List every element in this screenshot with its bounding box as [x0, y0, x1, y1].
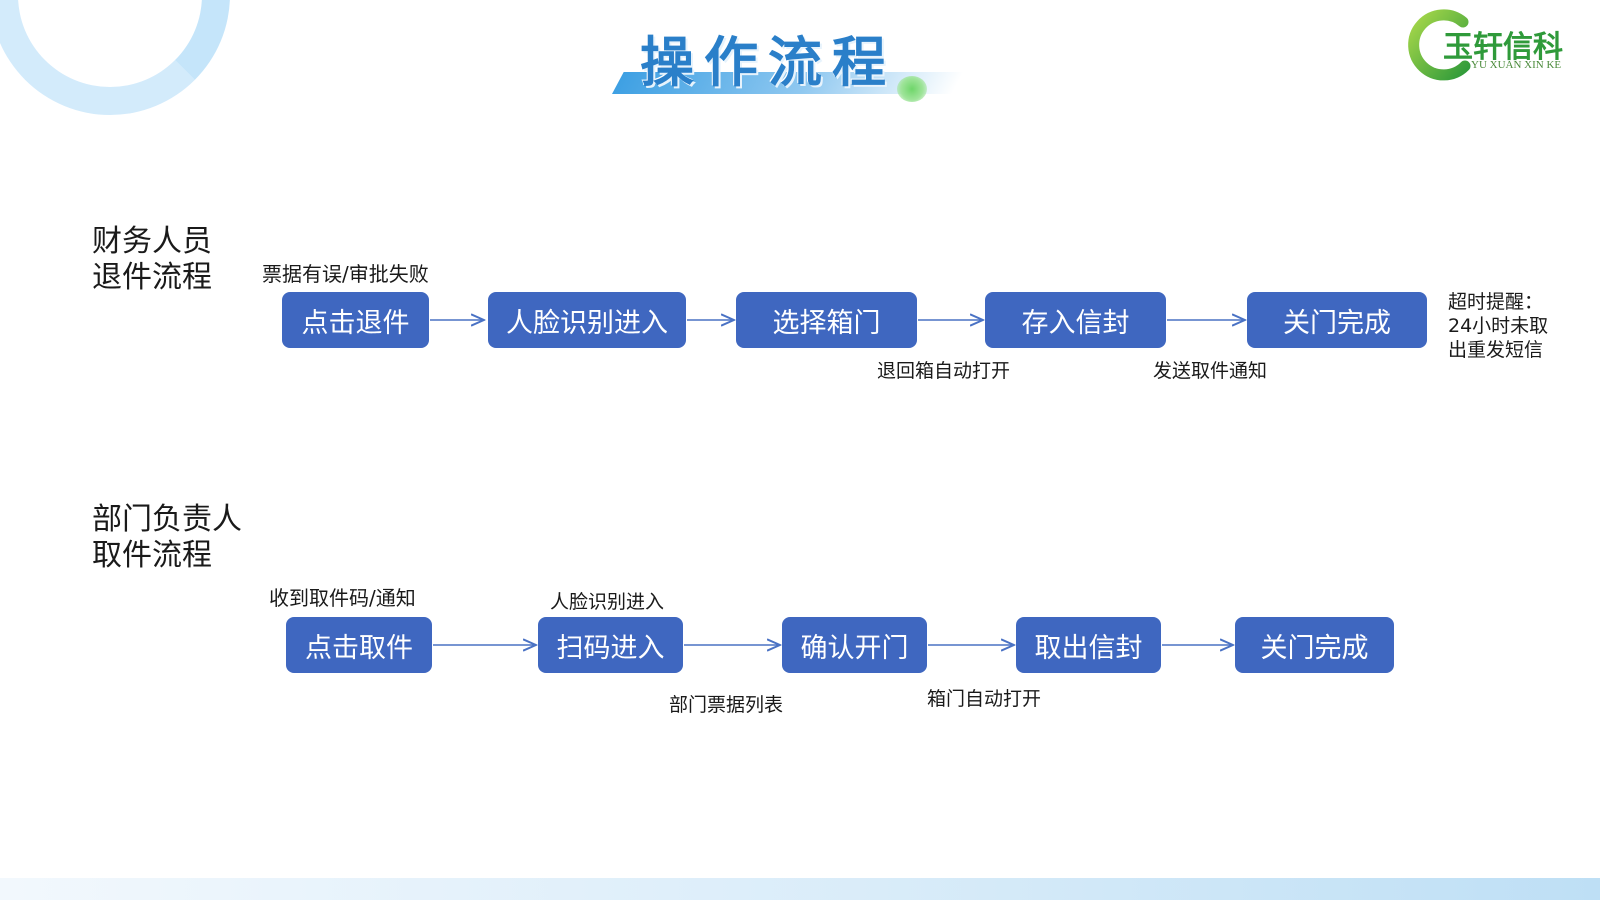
flow-2-note-above-step2: 人脸识别进入: [550, 591, 665, 613]
decorative-arc: [0, 0, 230, 115]
flow-2-step-5[interactable]: 关门完成: [1235, 617, 1394, 673]
flow-2-step-1[interactable]: 点击取件: [286, 617, 432, 673]
flow-2-note-step2: 部门票据列表: [669, 694, 784, 716]
flow-2-step-3[interactable]: 确认开门: [782, 617, 927, 673]
flow-1-step-4[interactable]: 存入信封: [985, 292, 1166, 348]
flow-1-label: 财务人员 退件流程: [92, 224, 212, 296]
flow-2-label: 部门负责人 取件流程: [92, 502, 242, 574]
flow-1-step-2[interactable]: 人脸识别进入: [488, 292, 686, 348]
flow-2-label-line2: 取件流程: [92, 538, 212, 573]
flow-1-step-1[interactable]: 点击退件: [282, 292, 429, 348]
logo-subtitle: YU XUAN XIN KE: [1471, 59, 1562, 71]
flow-1-label-line2: 退件流程: [92, 260, 212, 295]
bottom-gradient-band: [0, 878, 1600, 900]
reminder-line-2: 24小时未取: [1448, 315, 1549, 337]
flow-1-label-line1: 财务人员: [92, 224, 212, 259]
title-green-dot: [897, 76, 927, 102]
company-logo: 玉轩信科 YU XUAN XIN KE: [1405, 8, 1577, 88]
flow-2-trigger-note: 收到取件码/通知: [269, 586, 416, 610]
reminder-line-3: 出重发短信: [1448, 339, 1544, 361]
page-title: 操作流程: [640, 31, 896, 94]
flow-1-step-3[interactable]: 选择箱门: [736, 292, 917, 348]
flow-2-note-step3: 箱门自动打开: [927, 688, 1042, 710]
flow-2-step-4[interactable]: 取出信封: [1016, 617, 1161, 673]
reminder-line-1: 超时提醒：: [1448, 291, 1544, 313]
flow-1-step-5[interactable]: 关门完成: [1247, 292, 1427, 348]
logo-name: 玉轩信科: [1443, 31, 1563, 64]
flow-1-note-step3: 退回箱自动打开: [877, 360, 1011, 382]
flow-2-label-line1: 部门负责人: [92, 502, 242, 537]
flow-1-trigger-note: 票据有误/审批失败: [262, 262, 429, 286]
flow-1-reminder-note: 超时提醒： 24小时未取 出重发短信: [1448, 290, 1548, 362]
logo-c-leaf-icon: [1408, 9, 1475, 81]
flow-2-step-2[interactable]: 扫码进入: [538, 617, 683, 673]
flow-1-note-step4: 发送取件通知: [1153, 360, 1268, 382]
